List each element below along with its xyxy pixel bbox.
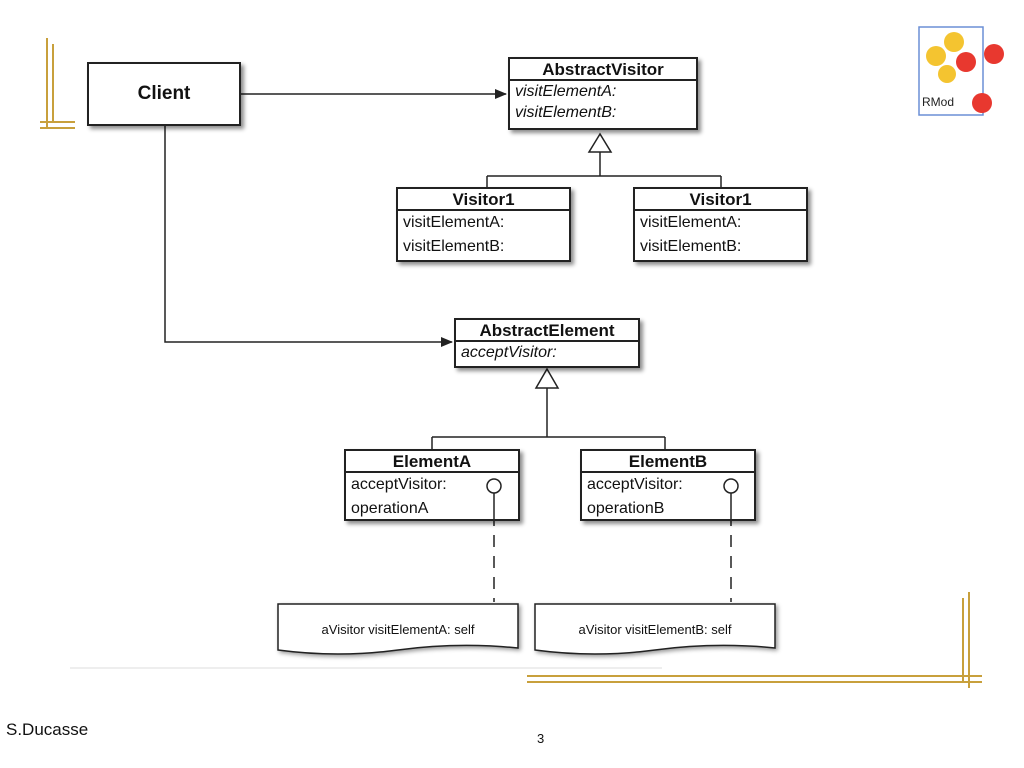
note-b-shape xyxy=(534,603,776,655)
abstract-visitor-class: AbstractVisitor visitElementA: visitElem… xyxy=(508,57,698,130)
element-b-method: operationB xyxy=(587,500,665,517)
element-a-method: operationA xyxy=(351,500,429,517)
element-inheritance xyxy=(431,367,666,449)
note-a-text: aVisitor visitElementA: self xyxy=(321,622,475,637)
abstract-element-title: AbstractElement xyxy=(456,320,638,342)
visitor1-right-method: visitElementA: xyxy=(640,214,742,231)
visitor1-left-class: Visitor1 visitElementA: visitElementB: xyxy=(396,187,571,262)
element-a-title: ElementA xyxy=(346,451,518,473)
element-b-method: acceptVisitor: xyxy=(587,476,683,493)
abstract-element-method: acceptVisitor: xyxy=(461,344,557,361)
abstract-visitor-method: visitElementA: xyxy=(515,83,617,100)
visitor-inheritance xyxy=(486,132,722,187)
client-box: Client xyxy=(87,62,241,126)
visitor1-left-method: visitElementB: xyxy=(403,238,505,255)
rmod-logo-label: RMod xyxy=(922,95,955,109)
element-b-class: ElementB acceptVisitor: operationB xyxy=(580,449,756,521)
abstract-element-class: AbstractElement acceptVisitor: xyxy=(454,318,640,368)
client-to-element-arrow xyxy=(164,126,453,347)
element-a-class: ElementA acceptVisitor: operationA xyxy=(344,449,520,521)
visitor1-right-class: Visitor1 visitElementA: visitElementB: xyxy=(633,187,808,262)
rmod-logo xyxy=(918,26,1004,116)
footer-author: S.Ducasse xyxy=(6,720,89,739)
decor-top-left xyxy=(40,38,75,129)
abstract-visitor-title: AbstractVisitor xyxy=(510,59,696,81)
note-a-shape xyxy=(277,603,519,655)
abstract-visitor-method: visitElementB: xyxy=(515,104,617,121)
visitor1-left-title: Visitor1 xyxy=(398,189,569,211)
visitor1-right-method: visitElementB: xyxy=(640,238,742,255)
client-label: Client xyxy=(137,83,191,104)
element-b-title: ElementB xyxy=(582,451,754,473)
visitor1-left-method: visitElementA: xyxy=(403,214,505,231)
page-number: 3 xyxy=(537,731,545,746)
element-a-method: acceptVisitor: xyxy=(351,476,447,493)
note-b-text: aVisitor visitElementB: self xyxy=(578,622,732,637)
decor-bottom-right xyxy=(527,592,982,688)
visitor1-right-title: Visitor1 xyxy=(635,189,806,211)
